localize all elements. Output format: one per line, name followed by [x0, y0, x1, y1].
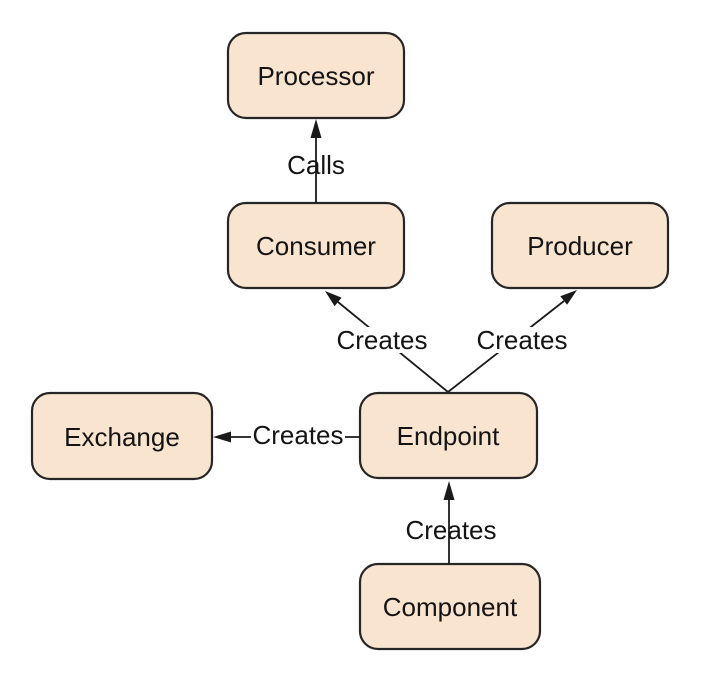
node-endpoint-box [358, 391, 539, 480]
edge-consumer-processor-arrowhead [310, 119, 322, 138]
node-processor-label: Processor [257, 61, 374, 91]
edge-endpoint-consumer-label: Creates [336, 325, 427, 355]
edge-endpoint-exchange-label: Creates [252, 420, 343, 450]
edge-component-endpoint-arrowhead [443, 481, 455, 500]
edge-endpoint-consumer-arrowhead [325, 291, 342, 307]
edge-consumer-calls-processor: Calls [287, 119, 345, 203]
node-exchange-label: Exchange [64, 422, 180, 452]
node-producer: Producer [490, 201, 670, 290]
edge-endpoint-creates-consumer: Creates [325, 291, 449, 393]
node-producer-box [490, 201, 670, 290]
node-exchange: Exchange [30, 391, 214, 481]
node-consumer: Consumer [226, 201, 406, 290]
node-component-box [358, 562, 542, 651]
node-processor-box [226, 31, 406, 120]
edge-endpoint-exchange-arrowhead [213, 431, 231, 443]
node-endpoint-label: Endpoint [397, 421, 500, 451]
node-consumer-label: Consumer [256, 231, 376, 261]
edge-endpoint-consumer-label-mask [336, 327, 428, 353]
node-processor: Processor [226, 31, 406, 120]
edge-endpoint-creates-exchange: Creates [213, 420, 360, 450]
node-endpoint: Endpoint [358, 391, 539, 480]
edge-component-creates-endpoint: Creates [405, 481, 497, 564]
edge-endpoint-producer-label-mask [476, 327, 568, 353]
node-exchange-box [30, 391, 214, 481]
edge-endpoint-producer-label: Creates [476, 325, 567, 355]
node-producer-label: Producer [527, 231, 633, 261]
edge-endpoint-exchange-label-mask [251, 422, 345, 448]
edge-component-endpoint-label: Creates [405, 515, 496, 545]
node-component-label: Component [383, 592, 518, 622]
edge-endpoint-producer-arrowhead [560, 290, 577, 305]
edge-consumer-processor-label: Calls [287, 150, 345, 180]
node-component: Component [358, 562, 542, 651]
edge-endpoint-creates-producer: Creates [447, 290, 577, 393]
